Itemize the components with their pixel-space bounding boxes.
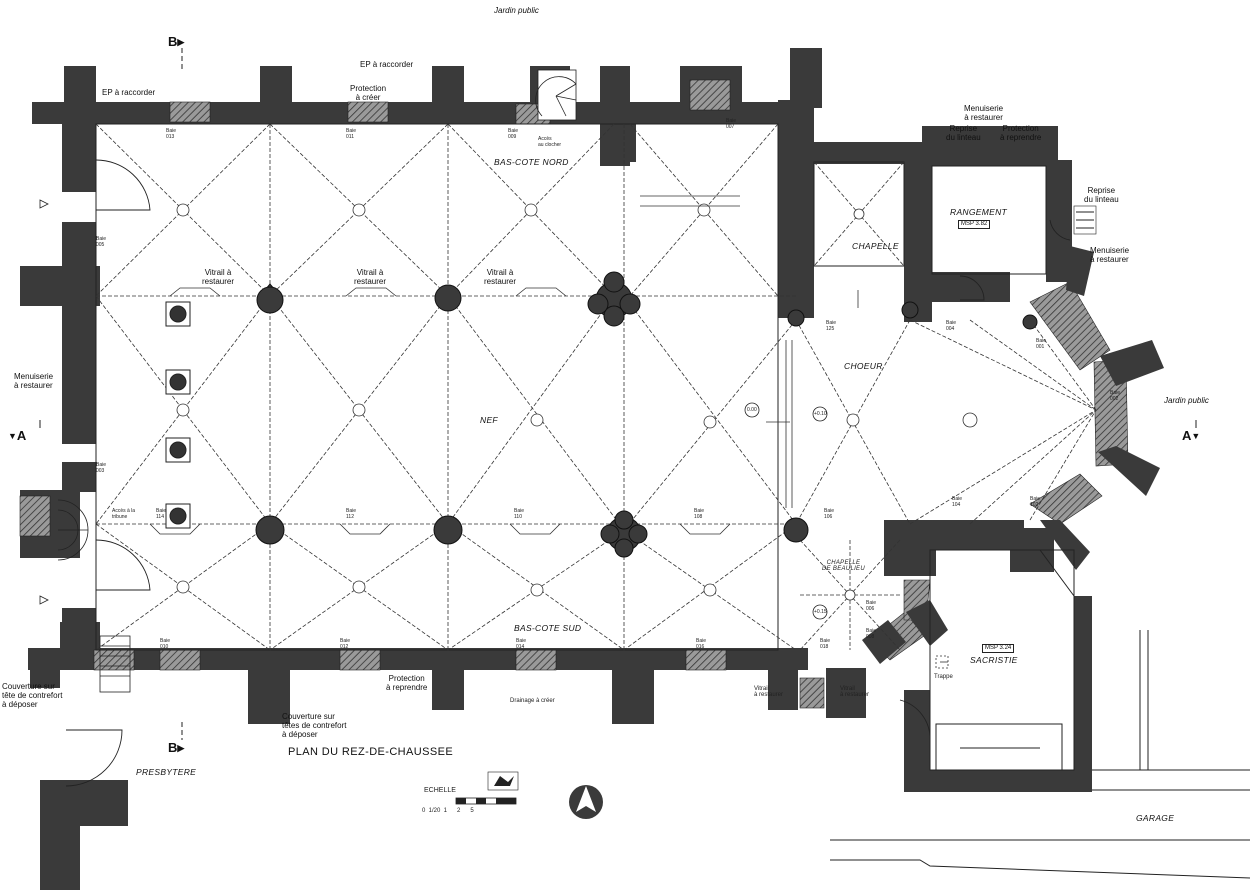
label-acces-clocher: Accès au clocher [538,136,562,148]
label-protection-creer: Protection à créer [350,84,387,102]
baie-tag: Baie 001 [1036,338,1047,350]
label-reprise-linteau-right: Reprise du linteau [1084,186,1119,204]
baie-tag: Baie 125 [826,320,837,332]
room-rangement-code: MSP 3.82 [958,220,991,229]
label-jardin-top: Jardin public [494,6,539,15]
pillars [255,271,1038,558]
baie-tag: Baie 106 [824,508,835,520]
baie-tag: Baie 014 [516,638,527,650]
level-2: +0.15 [814,609,827,615]
baie-tag: Baie 007 [726,118,737,130]
vault-bosses [176,203,978,601]
church-walls [20,48,1092,890]
section-mark-b-bottom: B▶ [168,740,185,755]
plan-title: PLAN DU REZ-DE-CHAUSSEE [288,746,454,758]
north-arrow-icon [569,785,603,819]
level-markers [744,402,828,620]
section-lines [39,48,1197,740]
section-mark-a-left: ▼A [8,428,27,443]
label-vitrail-bottom-1: Vitrail à restaurer [754,686,784,698]
baie-tag: Baie 114 [156,508,167,520]
baie-tag: Baie 018 [820,638,831,650]
baie-tag: Baie 010 [160,638,171,650]
baie-tag: Baie 005 [96,236,107,248]
room-bas-cote-nord: BAS-COTE NORD [494,157,569,167]
room-nef: NEF [480,415,498,425]
baie-tag: Baie 108 [694,508,705,520]
baie-tag: Baie 013 [166,128,177,140]
label-menuiserie-left: Menuiserie à restaurer [14,372,54,390]
scale-bar [455,771,519,805]
section-mark-b-top: B▶ [168,34,185,49]
label-drainage: Drainage à créer [510,698,555,704]
room-sacristie: SACRISTIE [970,655,1018,665]
room-sacristie-code: MSP 3.24 [982,644,1015,653]
room-rangement: RANGEMENT [950,207,1008,217]
label-jardin-right: Jardin public [1164,396,1209,405]
label-vitrail-1: Vitrail à restaurer [202,268,235,286]
level-1: +0.10 [814,411,827,417]
doors [65,159,1097,787]
room-garage: GARAGE [1136,813,1175,823]
label-trappe: Trappe [934,674,953,680]
baie-tag: Baie 016 [696,638,707,650]
baie-tag: Baie 112 [346,508,357,520]
apse-walls [862,246,1164,664]
level-0: 0.00 [747,407,757,413]
floor-markers [165,301,191,529]
entrance-arrows [39,199,49,605]
baie-tag: Baie 004 [946,320,957,332]
baie-tag: Baie 002 [1110,390,1121,402]
scale-ticks: 0 1/20 1 2 5 [422,808,474,814]
label-protection-reprendre-top: Protection à reprendre [1000,124,1042,142]
baie-tag: Baie 008 [866,628,877,640]
baie-tag: Baie 102 [1030,496,1041,508]
baie-tag: Baie 012 [340,638,351,650]
baie-tag: Baie 110 [514,508,525,520]
label-reprise-linteau-top: Reprise du linteau [946,124,981,142]
room-chapelle: CHAPELLE [852,241,899,251]
label-protection-reprendre-bottom: Protection à reprendre [386,674,428,692]
baie-tag: Baie 006 [866,600,877,612]
scale-label: ECHELLE [424,787,456,794]
baie-tag: Baie 003 [96,462,107,474]
label-menuiserie-top: Menuiserie à restaurer [964,104,1004,122]
section-mark-a-right: A▼ [1182,428,1201,443]
label-vitrail-2: Vitrail à restaurer [354,268,387,286]
vault-ribs [95,123,1097,651]
baie-tag: Baie 011 [346,128,357,140]
window-sills [149,195,740,535]
baie-tag: Baie 009 [508,128,519,140]
label-vitrail-bottom-2: Vitrail à restaurer [840,686,870,698]
room-bas-cote-sud: BAS-COTE SUD [514,623,582,633]
label-ep-top: EP à raccorder [360,60,414,69]
label-menuiserie-right: Menuiserie à restaurer [1090,246,1130,264]
room-chapelle-beaulieu: CHAPELLE DE BEAULIEU [822,560,865,572]
label-vitrail-3: Vitrail à restaurer [484,268,517,286]
hatched-walls [19,79,1129,709]
label-couverture-bottom: Couverture sur têtes de contrefort à dép… [282,712,347,739]
room-choeur: CHOEUR [844,361,883,371]
stairs [57,69,577,693]
choir-rail [766,290,949,669]
room-outlines [95,123,1251,879]
label-couverture-left: Couverture sur tête de contrefort à dépo… [2,682,63,709]
room-presbytere: PRESBYTERE [136,767,197,777]
baie-tag: Baie 104 [952,496,963,508]
label-acces-tribune: Accès à la tribune [112,508,136,520]
label-ep-left: EP à raccorder [102,88,156,97]
